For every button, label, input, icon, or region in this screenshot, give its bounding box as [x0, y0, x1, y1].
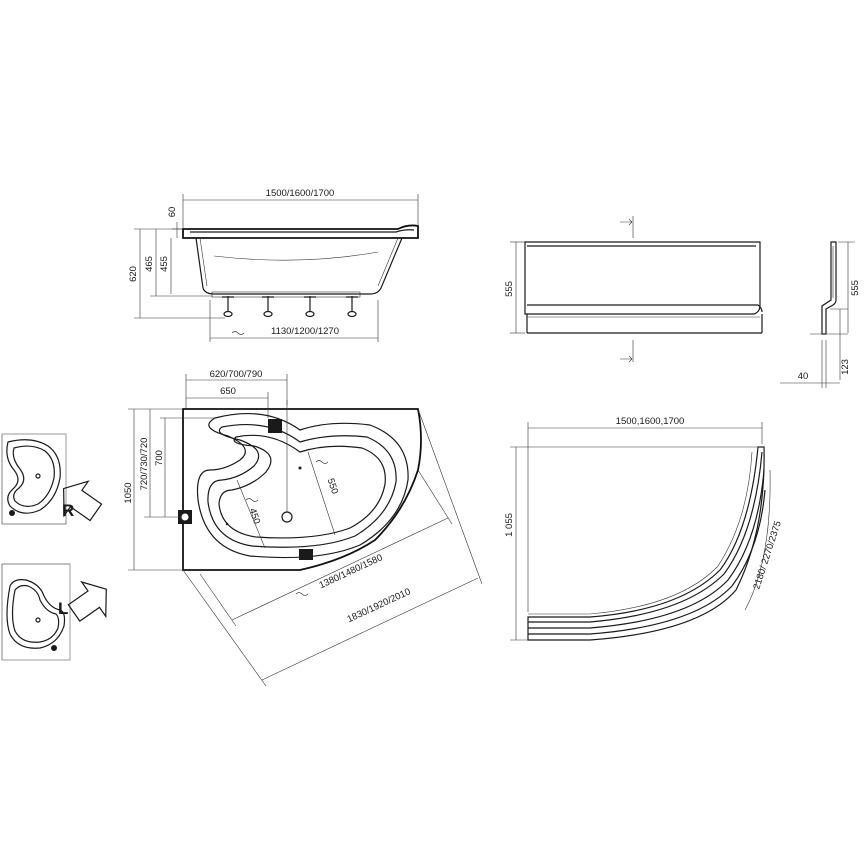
- variant-left: L: [1, 563, 107, 661]
- basin-550-dim: 550: [325, 477, 340, 495]
- side-legs-span-dim: 1130/1200/1270: [271, 326, 339, 337]
- front-panel-height-dim: 555: [504, 281, 515, 297]
- side-view: 1500/1600/1700 60 620 465 455 1130/1200/…: [128, 188, 419, 342]
- top-diag-outer-dim: 1830/1920/2010: [345, 586, 412, 625]
- curved-width-dim: 1500,1600,1700: [616, 416, 685, 427]
- bottom-faucet-icon: [299, 549, 313, 560]
- side-view-rim: [182, 224, 419, 239]
- right-arrow-icon: [63, 480, 103, 522]
- top-width-inner-dim: 650: [220, 386, 236, 397]
- variant-right: R: [1, 433, 103, 525]
- side-height-total-dim: 620: [128, 266, 139, 282]
- left-variant-letter: L: [58, 599, 68, 618]
- side-height-465-dim: 465: [144, 256, 155, 272]
- top-view-basin-outer: [196, 413, 409, 559]
- top-view: 550 450 620/700/790 650 1050 720/730/720…: [123, 369, 483, 687]
- side-rim-dim: 60: [167, 207, 178, 218]
- side-height-455-dim: 455: [159, 256, 170, 272]
- left-arrow-icon: [67, 580, 107, 622]
- top-depth-multi-dim: 720/730/720: [139, 438, 150, 491]
- top-depth-700-dim: 700: [154, 450, 165, 466]
- curved-panel-outline: [527, 446, 765, 641]
- drain-icon: [281, 511, 293, 523]
- front-panel-view: 555: [504, 216, 763, 363]
- top-width-outer-dim: 620/700/790: [210, 369, 263, 380]
- basin-450-dim: 450: [247, 507, 262, 525]
- top-faucet-icon: [268, 419, 282, 433]
- top-diag-inner-dim: 1380/1480/1580: [317, 552, 384, 591]
- top-view-rim: [182, 408, 422, 571]
- side-view-legs: [211, 291, 361, 318]
- panel-profile-view: 555 123 40: [780, 241, 861, 388]
- front-panel-outline: [524, 241, 761, 315]
- side-width-dim: 1500/1600/1700: [266, 188, 335, 199]
- profile-depth-dim: 40: [798, 371, 809, 382]
- right-variant-letter: R: [62, 501, 74, 520]
- side-view-body: [195, 237, 403, 295]
- panel-profile-outline: [821, 241, 837, 335]
- top-depth-total-dim: 1050: [123, 482, 134, 503]
- profile-offset-dim: 123: [840, 359, 851, 375]
- curved-panel-view: 1500,1600,1700 1 055 2180/ 2270/2375: [504, 416, 784, 641]
- profile-height-dim: 555: [850, 280, 861, 296]
- curved-depth-dim: 1 055: [504, 513, 515, 537]
